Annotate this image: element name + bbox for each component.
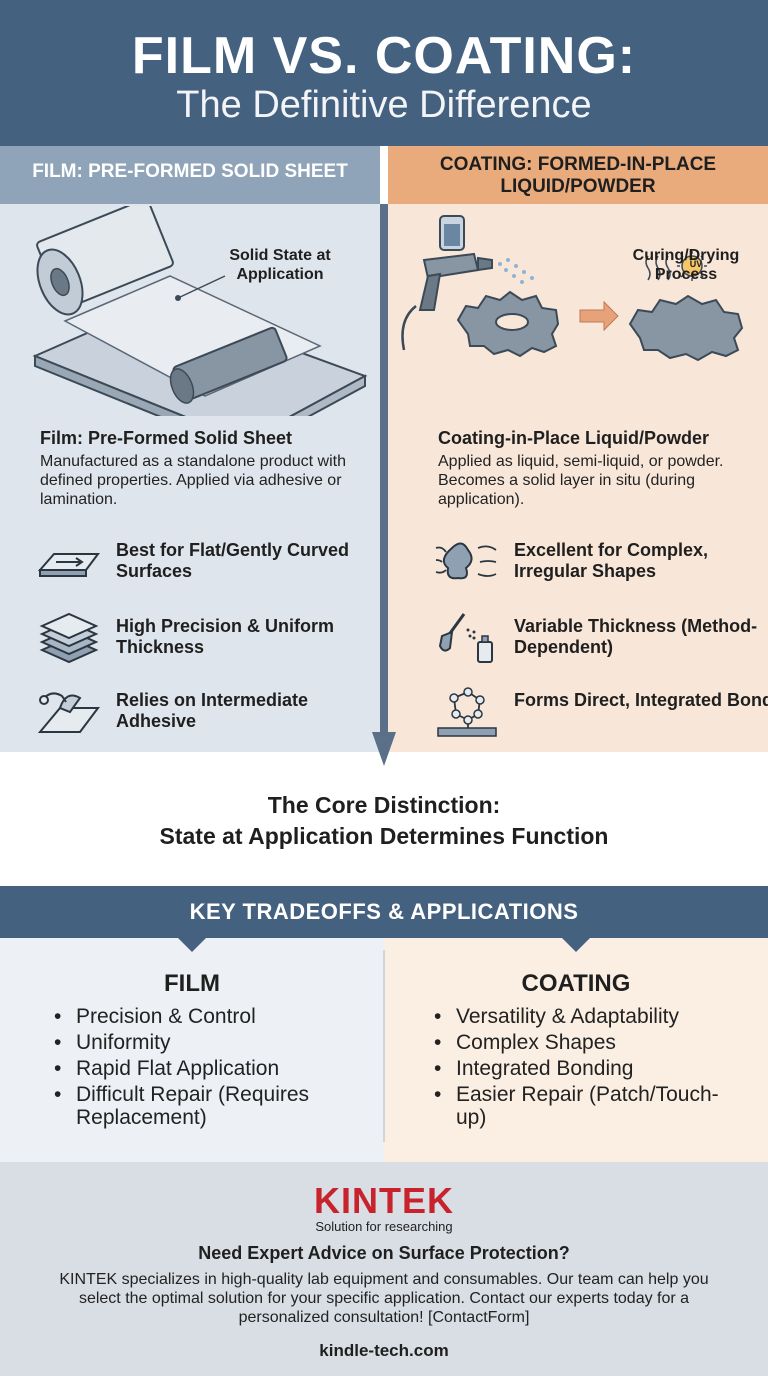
film-band: FILM: PRE-FORMED SOLID SHEET [0,146,380,204]
coating-section-title: Coating-in-Place Liquid/Powder [438,428,710,448]
tradeoffs-separator [383,950,385,1142]
film-feature-flat: Best for Flat/Gently Curved Surfaces [36,534,396,594]
coating-description: Applied as liquid, semi-liquid, or powde… [438,453,724,508]
tradeoffs-notch-right [560,936,592,952]
list-item: Rapid Flat Application [54,1057,344,1080]
core-line-2: State at Application Determines Function [159,823,609,849]
tradeoffs-notch-left [176,936,208,952]
cta-description: KINTEK specializes in high-quality lab e… [59,1271,709,1326]
stacked-layers-icon [39,612,99,664]
list-item: Difficult Repair (Requires Replacement) [54,1083,344,1129]
coating-feature-thickness: Variable Thickness (Method-Dependent) [434,610,764,670]
uv-label: UV [689,259,703,269]
adhesive-peel-icon [37,692,100,733]
list-item: Versatility & Adaptability [434,1005,734,1028]
coating-feature-complex-label: Excellent for Complex, Irregular Shapes [514,540,709,581]
core-line-1: The Core Distinction: [267,792,501,818]
molecular-bond-icon [437,687,497,737]
page-title: FILM VS. COATING: [131,27,637,85]
complex-shape-flow-icon [435,542,497,580]
kintek-logo[interactable]: KINTEK [314,1180,454,1221]
film-feature-adhesive-label: Relies on Intermediate Adhesive [116,690,309,731]
footer [0,1162,768,1376]
film-feature-precision: High Precision & Uniform Thickness [36,610,396,670]
film-feature-precision-label: High Precision & Uniform Thickness [116,616,335,657]
list-item: Easier Repair (Patch/Touch-up) [434,1083,734,1129]
tradeoffs-band: KEY TRADEOFFS & APPLICATIONS [0,886,768,938]
film-band-title: FILM: PRE-FORMED SOLID SHEET [32,161,348,182]
center-divider-arrow [372,204,396,766]
coating-feature-complex: Excellent for Complex, Irregular Shapes [434,534,764,594]
film-section-title: Film: Pre-Formed Solid Sheet [40,428,293,448]
list-item: Complex Shapes [434,1031,734,1054]
core-distinction: The Core Distinction: State at Applicati… [0,790,768,852]
logo-tagline: Solution for researching [315,1219,453,1234]
film-feature-adhesive: Relies on Intermediate Adhesive [36,684,396,744]
coating-tradeoffs-list: Versatility & Adaptability Complex Shape… [434,1005,734,1132]
cta-title: Need Expert Advice on Surface Protection… [198,1243,570,1263]
coating-spray-illustration [401,215,744,362]
coating-feature-thickness-label: Variable Thickness (Method-Dependent) [514,616,758,657]
film-tradeoffs-list: Precision & Control Uniformity Rapid Fla… [54,1005,344,1132]
coating-feature-bond-label: Forms Direct, Integrated Bond [514,690,768,710]
brush-spray-icon [438,613,493,663]
film-callout: Solid State at Application [229,247,331,283]
film-tradeoffs-heading: FILM [164,970,220,997]
list-item: Precision & Control [54,1005,344,1028]
coating-band-title: COATING: FORMED-IN-PLACE LIQUID/POWDER [439,154,717,197]
coating-band: COATING: FORMED-IN-PLACE LIQUID/POWDER [388,146,768,204]
coating-callout: Curing/Drying Process [632,247,740,283]
tradeoffs-title: KEY TRADEOFFS & APPLICATIONS [189,899,579,924]
coating-tradeoffs-heading: COATING [521,970,631,997]
film-roll-illustration [32,206,368,416]
list-item: Integrated Bonding [434,1057,734,1080]
header-banner: FILM VS. COATING: The Definitive Differe… [0,0,768,146]
flat-surface-icon [37,553,100,577]
list-item: Uniformity [54,1031,344,1054]
page-subtitle: The Definitive Difference [176,84,592,126]
coating-feature-bond: Forms Direct, Integrated Bond [434,684,768,744]
website-link[interactable]: kindle-tech.com [319,1341,449,1360]
film-column: FILM: PRE-FORMED SOLID SHEET Solid State… [0,146,380,752]
coating-column: COATING: FORMED-IN-PLACE LIQUID/POWDER [388,146,768,752]
film-description: Manufactured as a standalone product wit… [40,453,346,508]
film-feature-flat-label: Best for Flat/Gently Curved Surfaces [116,540,350,581]
